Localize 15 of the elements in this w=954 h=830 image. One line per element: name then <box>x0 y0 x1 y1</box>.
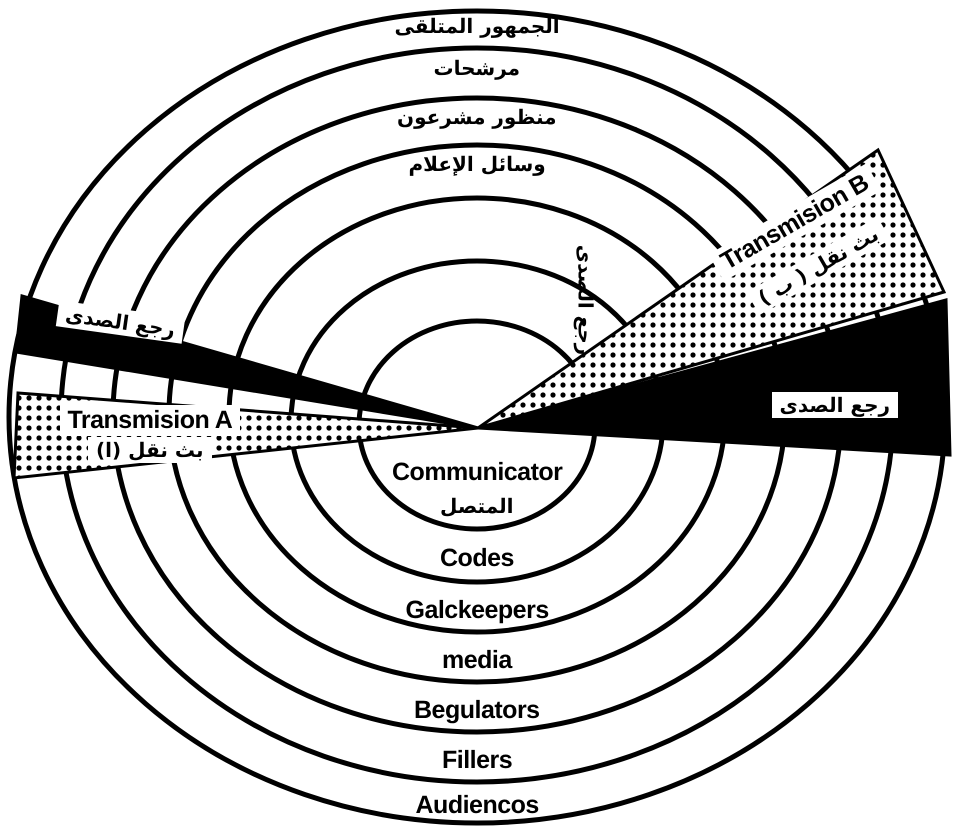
ring-label: Audiencos <box>416 792 539 818</box>
ring-label: Codes <box>440 546 514 570</box>
wedge-label: رجع الصدى <box>772 392 898 418</box>
ring-label: media <box>442 648 512 672</box>
ring-label: المتصل <box>440 496 514 516</box>
wedge-label: بث نقل (ا) <box>88 437 212 463</box>
ring-label: Galckeepers <box>406 598 549 622</box>
ring-label: Begulators <box>414 698 540 722</box>
ring-label: مرشحات <box>434 58 520 78</box>
ring-label: الجمهور المتلقى <box>394 16 560 36</box>
ring-label: Communicator <box>392 460 562 484</box>
wedge-label: Transmision A <box>60 404 240 436</box>
ring-label: وسائل الإعلام <box>408 154 546 174</box>
ring-label: منظور مشرعون <box>397 107 556 127</box>
ring-label: Fillers <box>442 748 512 772</box>
